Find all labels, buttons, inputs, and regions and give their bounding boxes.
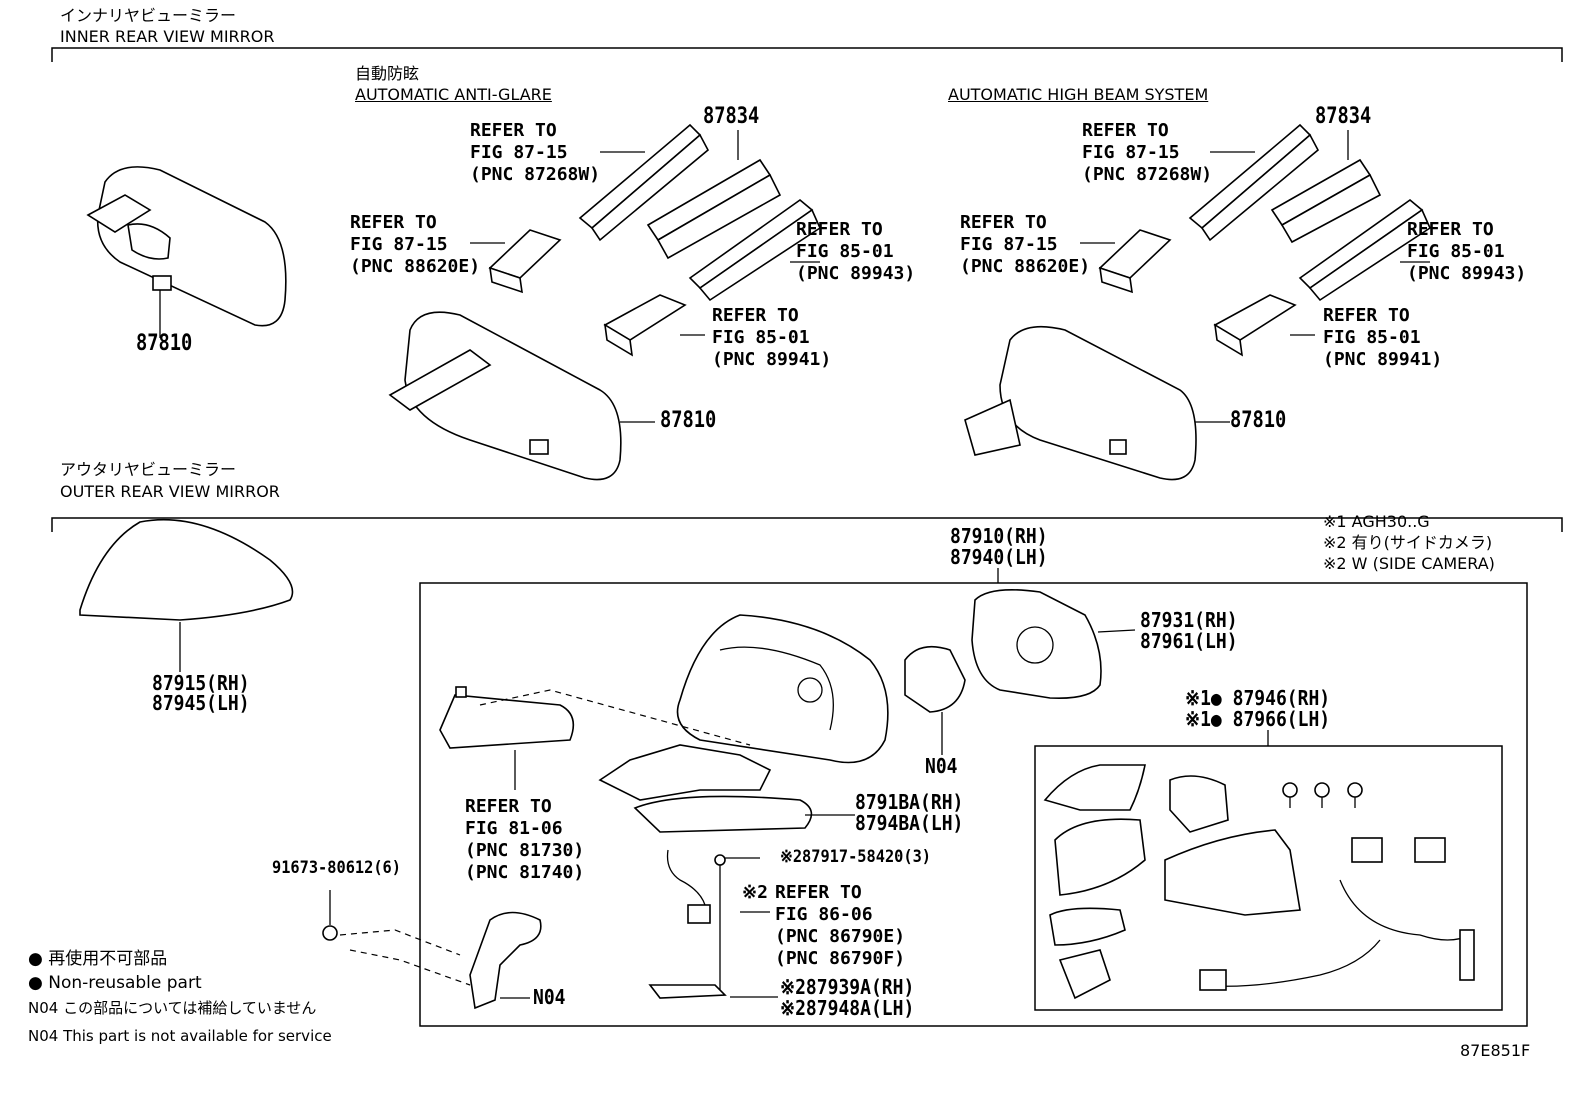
part-87834-ag: 87834 <box>703 104 760 129</box>
part-91673-bolt: 91673-80612(6) <box>272 858 401 878</box>
cam-rh-number: 87939A(RH) <box>805 975 915 999</box>
part-87966-lh: ※1● 87966(LH) <box>1185 709 1330 729</box>
kit-parts <box>1043 764 1475 1000</box>
assembly-box <box>419 582 1528 1027</box>
cam-lh-mark: ※2 <box>780 996 806 1020</box>
ag-title-en: AUTOMATIC ANTI-GLARE <box>355 85 552 104</box>
part-87939a-rh: ※287939A(RH) <box>780 977 914 997</box>
ref-hb-89941: REFER TO FIG 85-01 (PNC 89941) <box>1323 305 1443 370</box>
ref-hb-89943: REFER TO FIG 85-01 (PNC 89943) <box>1407 219 1527 284</box>
outer-title-jp: アウタリヤビューミラー <box>60 460 237 479</box>
part-n04-bracket: N04 <box>533 985 566 1009</box>
kit-rh-number: 87946(RH) <box>1232 686 1331 710</box>
ref-ag-89941: REFER TO FIG 85-01 (PNC 89941) <box>712 305 832 370</box>
cam-lh-number: 87948A(LH) <box>805 996 915 1020</box>
part-87940-lh: 87940(LH) <box>950 545 1048 569</box>
inner-title-en: INNER REAR VIEW MIRROR <box>60 27 275 46</box>
legend-nonreuse-jp: ● 再使用不可部品 <box>28 949 168 969</box>
ref-out-81730: REFER TO FIG 81-06 (PNC 81730) (PNC 8174… <box>465 796 585 883</box>
part-87810-basic: 87810 <box>136 331 193 356</box>
ref-ag-88620e: REFER TO FIG 87-15 (PNC 88620E) <box>350 212 481 277</box>
note-3: ※2 W (SIDE CAMERA) <box>1323 554 1495 573</box>
basic-inner-mirror <box>86 166 287 338</box>
ref-hb-87268w: REFER TO FIG 87-15 (PNC 87268W) <box>1082 120 1213 185</box>
kit-lh-number: 87966(LH) <box>1232 707 1331 731</box>
mirror-housing <box>676 614 889 764</box>
kit-box <box>1034 745 1503 1011</box>
figure-code: 87E851F <box>1460 1041 1531 1060</box>
kit-rh-mark: ※1● <box>1185 686 1222 710</box>
camera-assembly <box>648 849 778 999</box>
legend-n04-en: N04 This part is not available for servi… <box>28 1027 332 1045</box>
inner-title-jp: インナリヤビューミラー <box>60 6 237 25</box>
bracket-n04 <box>322 890 542 1010</box>
kit-lh-mark: ※1● <box>1185 707 1222 731</box>
part-87945-lh: 87945(LH) <box>152 691 250 715</box>
part-87834-hb: 87834 <box>1315 104 1372 129</box>
turn-signal <box>439 686 751 790</box>
legend-n04-jp: N04 この部品については補給していません <box>28 999 317 1017</box>
cam-rh-mark: ※2 <box>780 975 806 999</box>
part-n04-motor: N04 <box>925 754 958 778</box>
note-1: ※1 AGH30..G <box>1323 512 1430 531</box>
part-87946-rh: ※1● 87946(RH) <box>1185 688 1330 708</box>
ref-out-86790-mark: ※2 <box>742 882 768 903</box>
ag-title-jp: 自動防眩 <box>355 64 420 83</box>
lower-visor <box>598 744 855 833</box>
part-87917-screw: ※287917-58420(3) <box>780 849 931 866</box>
part-87810-hb: 87810 <box>1230 408 1287 433</box>
part-8794ba-lh: 8794BA(LH) <box>855 811 964 835</box>
legend-nonreuse-en: ● Non-reusable part <box>28 973 202 993</box>
part-87961-lh: 87961(LH) <box>1140 629 1238 653</box>
ref-hb-88620e: REFER TO FIG 87-15 (PNC 88620E) <box>960 212 1091 277</box>
part-87931-rh: 87931(RH) <box>1140 608 1238 632</box>
mirror-glass <box>971 588 1136 700</box>
part-87915-rh: 87915(RH) <box>152 671 250 695</box>
outer-cover-87915 <box>79 518 294 672</box>
hb-group <box>964 123 1432 481</box>
screw-mark: ※2 <box>780 847 803 867</box>
hb-title-en: AUTOMATIC HIGH BEAM SYSTEM <box>948 85 1209 104</box>
ref-ag-87268w: REFER TO FIG 87-15 (PNC 87268W) <box>470 120 601 185</box>
part-87910-rh: 87910(RH) <box>950 524 1048 548</box>
ref-out-86790: REFER TO FIG 86-06 (PNC 86790E) (PNC 867… <box>775 882 906 969</box>
screw-number: 87917-58420(3) <box>802 847 932 867</box>
part-87810-ag: 87810 <box>660 408 717 433</box>
motor-unit <box>904 645 966 755</box>
inner-section-bracket <box>51 47 1563 62</box>
part-8791ba-rh: 8791BA(RH) <box>855 790 964 814</box>
ag-group <box>388 123 822 481</box>
part-87948a-lh: ※287948A(LH) <box>780 998 914 1018</box>
note-2: ※2 有り(サイドカメラ) <box>1323 533 1493 552</box>
ref-ag-89943: REFER TO FIG 85-01 (PNC 89943) <box>796 219 916 284</box>
outer-title-en: OUTER REAR VIEW MIRROR <box>60 482 280 501</box>
outer-section-bracket <box>51 517 1563 532</box>
